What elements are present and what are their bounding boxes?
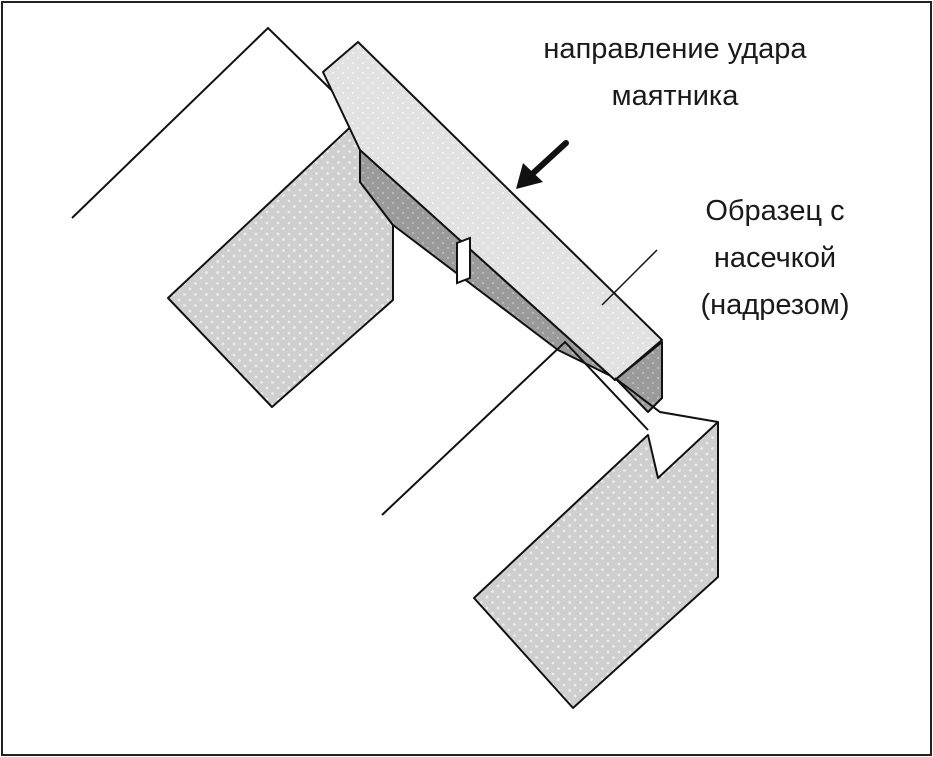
specimen-label-line-2: насечкой <box>713 242 837 274</box>
right-support-front-face <box>473 421 719 709</box>
right-support <box>381 340 719 709</box>
impact-direction-label: направление удара маятника <box>505 26 845 120</box>
left-support-top-edge <box>71 26 361 219</box>
specimen-top-face <box>322 41 663 381</box>
specimen-leader-line <box>601 249 658 306</box>
impact-direction-line-1: направление удара <box>543 33 807 65</box>
right-support-back-edge <box>614 377 719 423</box>
right-support-top-edge <box>381 340 649 516</box>
notch-icon <box>456 236 471 285</box>
specimen-label: Образец с насечкой (надрезом) <box>660 188 890 329</box>
arrow-down-left-icon <box>516 140 569 189</box>
specimen-label-line-1: Образец с <box>705 195 845 227</box>
specimen-label-line-3: (надрезом) <box>700 289 850 321</box>
notched-specimen <box>322 41 663 413</box>
impact-direction-line-2: маятника <box>611 80 739 112</box>
